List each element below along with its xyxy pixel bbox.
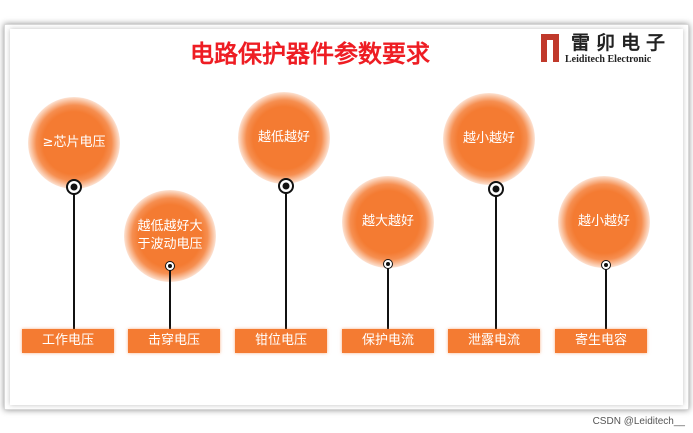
pin-3 — [278, 178, 294, 194]
stem-4 — [387, 264, 389, 329]
label-3: 钳位电压 — [235, 329, 327, 353]
stem-1 — [73, 187, 75, 329]
bubble-4: 越大越好 — [342, 176, 434, 268]
stem-6 — [605, 265, 607, 329]
bubble-1: ≥芯片电压 — [28, 97, 120, 189]
label-2: 击穿电压 — [128, 329, 220, 353]
bubble-5-text: 越小越好 — [462, 131, 515, 146]
watermark: CSDN @Leiditech__ — [592, 416, 685, 427]
bubble-5: 越小越好 — [443, 93, 535, 185]
leiditech-logo-mark-icon — [539, 32, 561, 64]
bubble-6-text: 越小越好 — [577, 214, 630, 229]
label-4: 保护电流 — [342, 329, 434, 353]
pin-2 — [165, 261, 175, 271]
logo-en: Leiditech Electronic — [565, 54, 652, 65]
stem-2 — [169, 265, 171, 329]
bubble-4-text: 越大越好 — [361, 214, 414, 229]
bubble-2-text: 越低越好大于波动电压 — [137, 219, 203, 252]
logo-cn: 雷卯电子 — [571, 32, 672, 54]
stem-5 — [495, 189, 497, 329]
bubble-1-text: ≥芯片电压 — [42, 135, 106, 150]
label-1: 工作电压 — [22, 329, 114, 353]
stem-3 — [285, 186, 287, 329]
label-5: 泄露电流 — [448, 329, 540, 353]
bubble-3: 越低越好 — [238, 92, 330, 184]
bubble-3-text: 越低越好 — [257, 130, 310, 145]
pin-5 — [488, 181, 504, 197]
pin-1 — [66, 179, 82, 195]
page-title: 电路保护器件参数要求 — [190, 40, 430, 68]
label-6: 寄生电容 — [555, 329, 647, 353]
bubble-6: 越小越好 — [558, 176, 650, 268]
pin-6 — [601, 260, 611, 270]
logo: 雷卯电子 Leiditech Electronic — [533, 28, 683, 70]
pin-4 — [383, 259, 393, 269]
